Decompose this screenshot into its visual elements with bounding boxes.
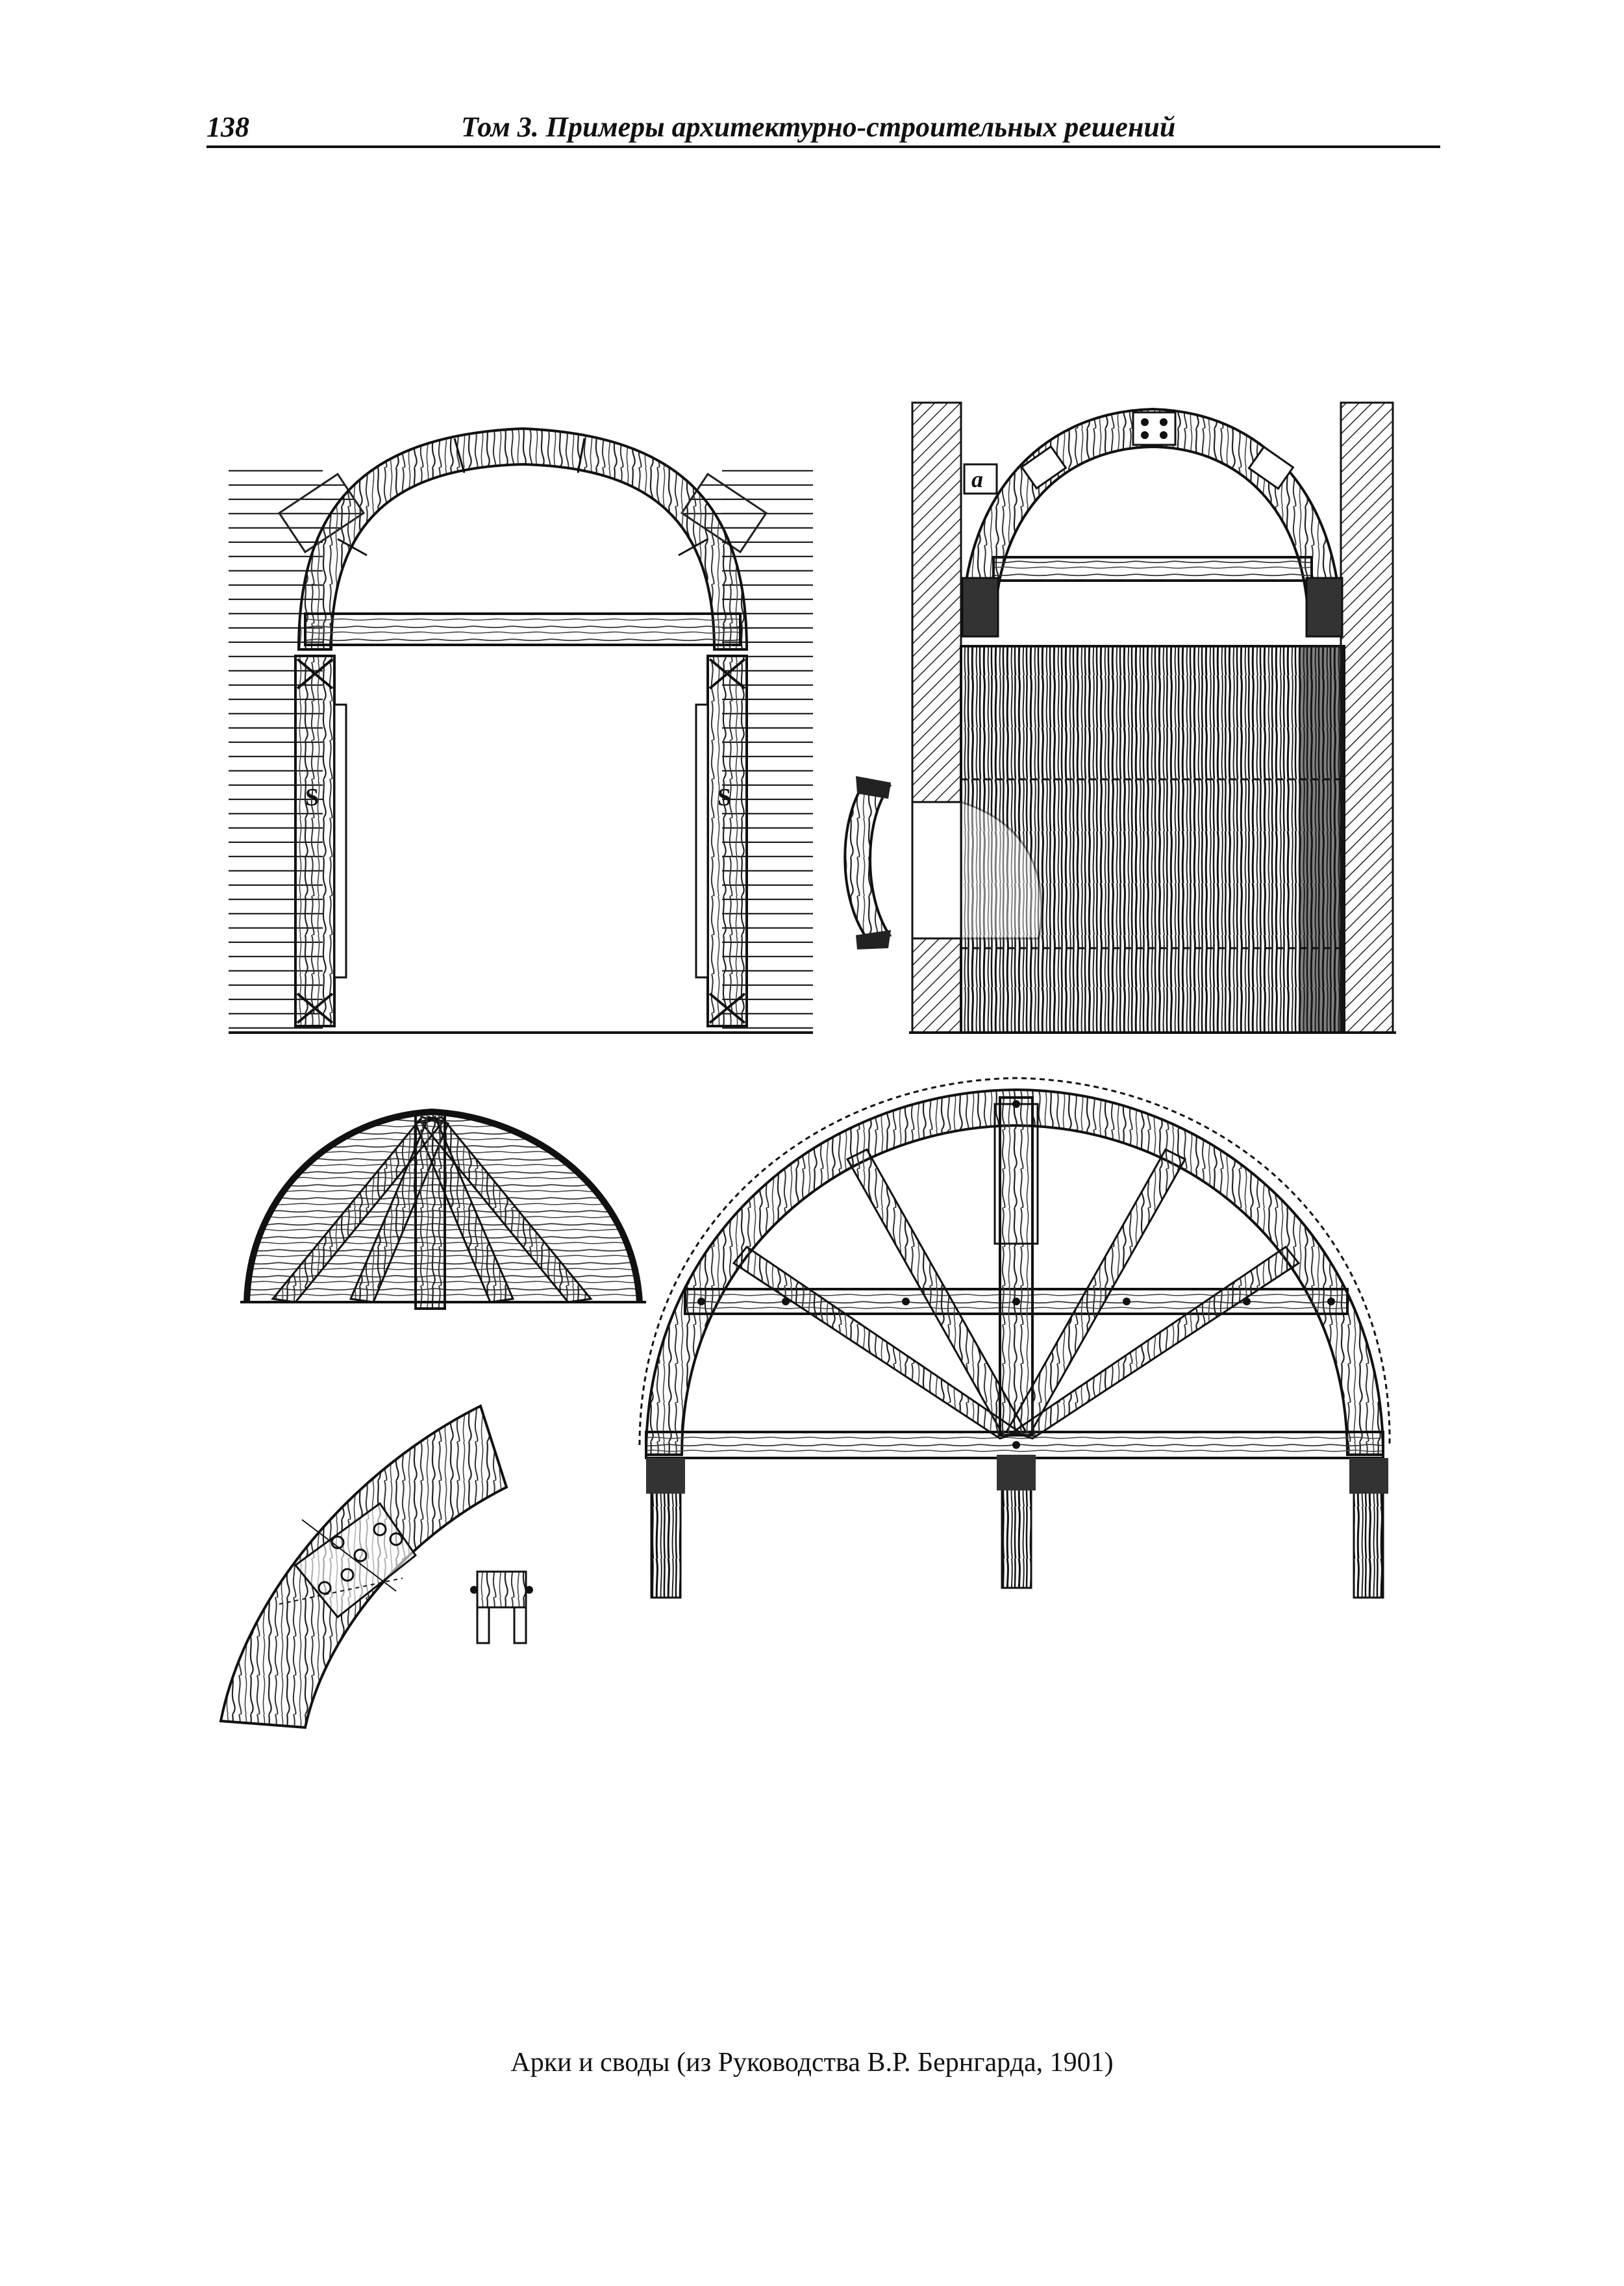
arch-joint-detail	[219, 1404, 508, 1729]
page-number: 138	[206, 111, 249, 143]
page-header: 138 Том 3. Примеры архитектурно-строител…	[206, 109, 1440, 149]
half-dome-frame	[240, 1108, 646, 1310]
header-rule	[206, 145, 1440, 148]
running-title: Том 3. Примеры архитектурно-строительных…	[461, 111, 1176, 143]
large-arch-truss	[638, 1077, 1391, 1599]
curved-arch-segment	[843, 776, 892, 949]
s-mark-right: S	[718, 784, 731, 811]
arched-doorway-elevation: S S	[229, 427, 813, 1034]
figure-caption: Арки и своды (из Руководства В.Р. Бернга…	[510, 2048, 1114, 2078]
bolt-clamp-detail	[470, 1570, 533, 1644]
s-mark-left: S	[305, 784, 319, 811]
arch-with-door-elevation: a	[909, 401, 1396, 1034]
a-mark: a	[971, 466, 983, 492]
